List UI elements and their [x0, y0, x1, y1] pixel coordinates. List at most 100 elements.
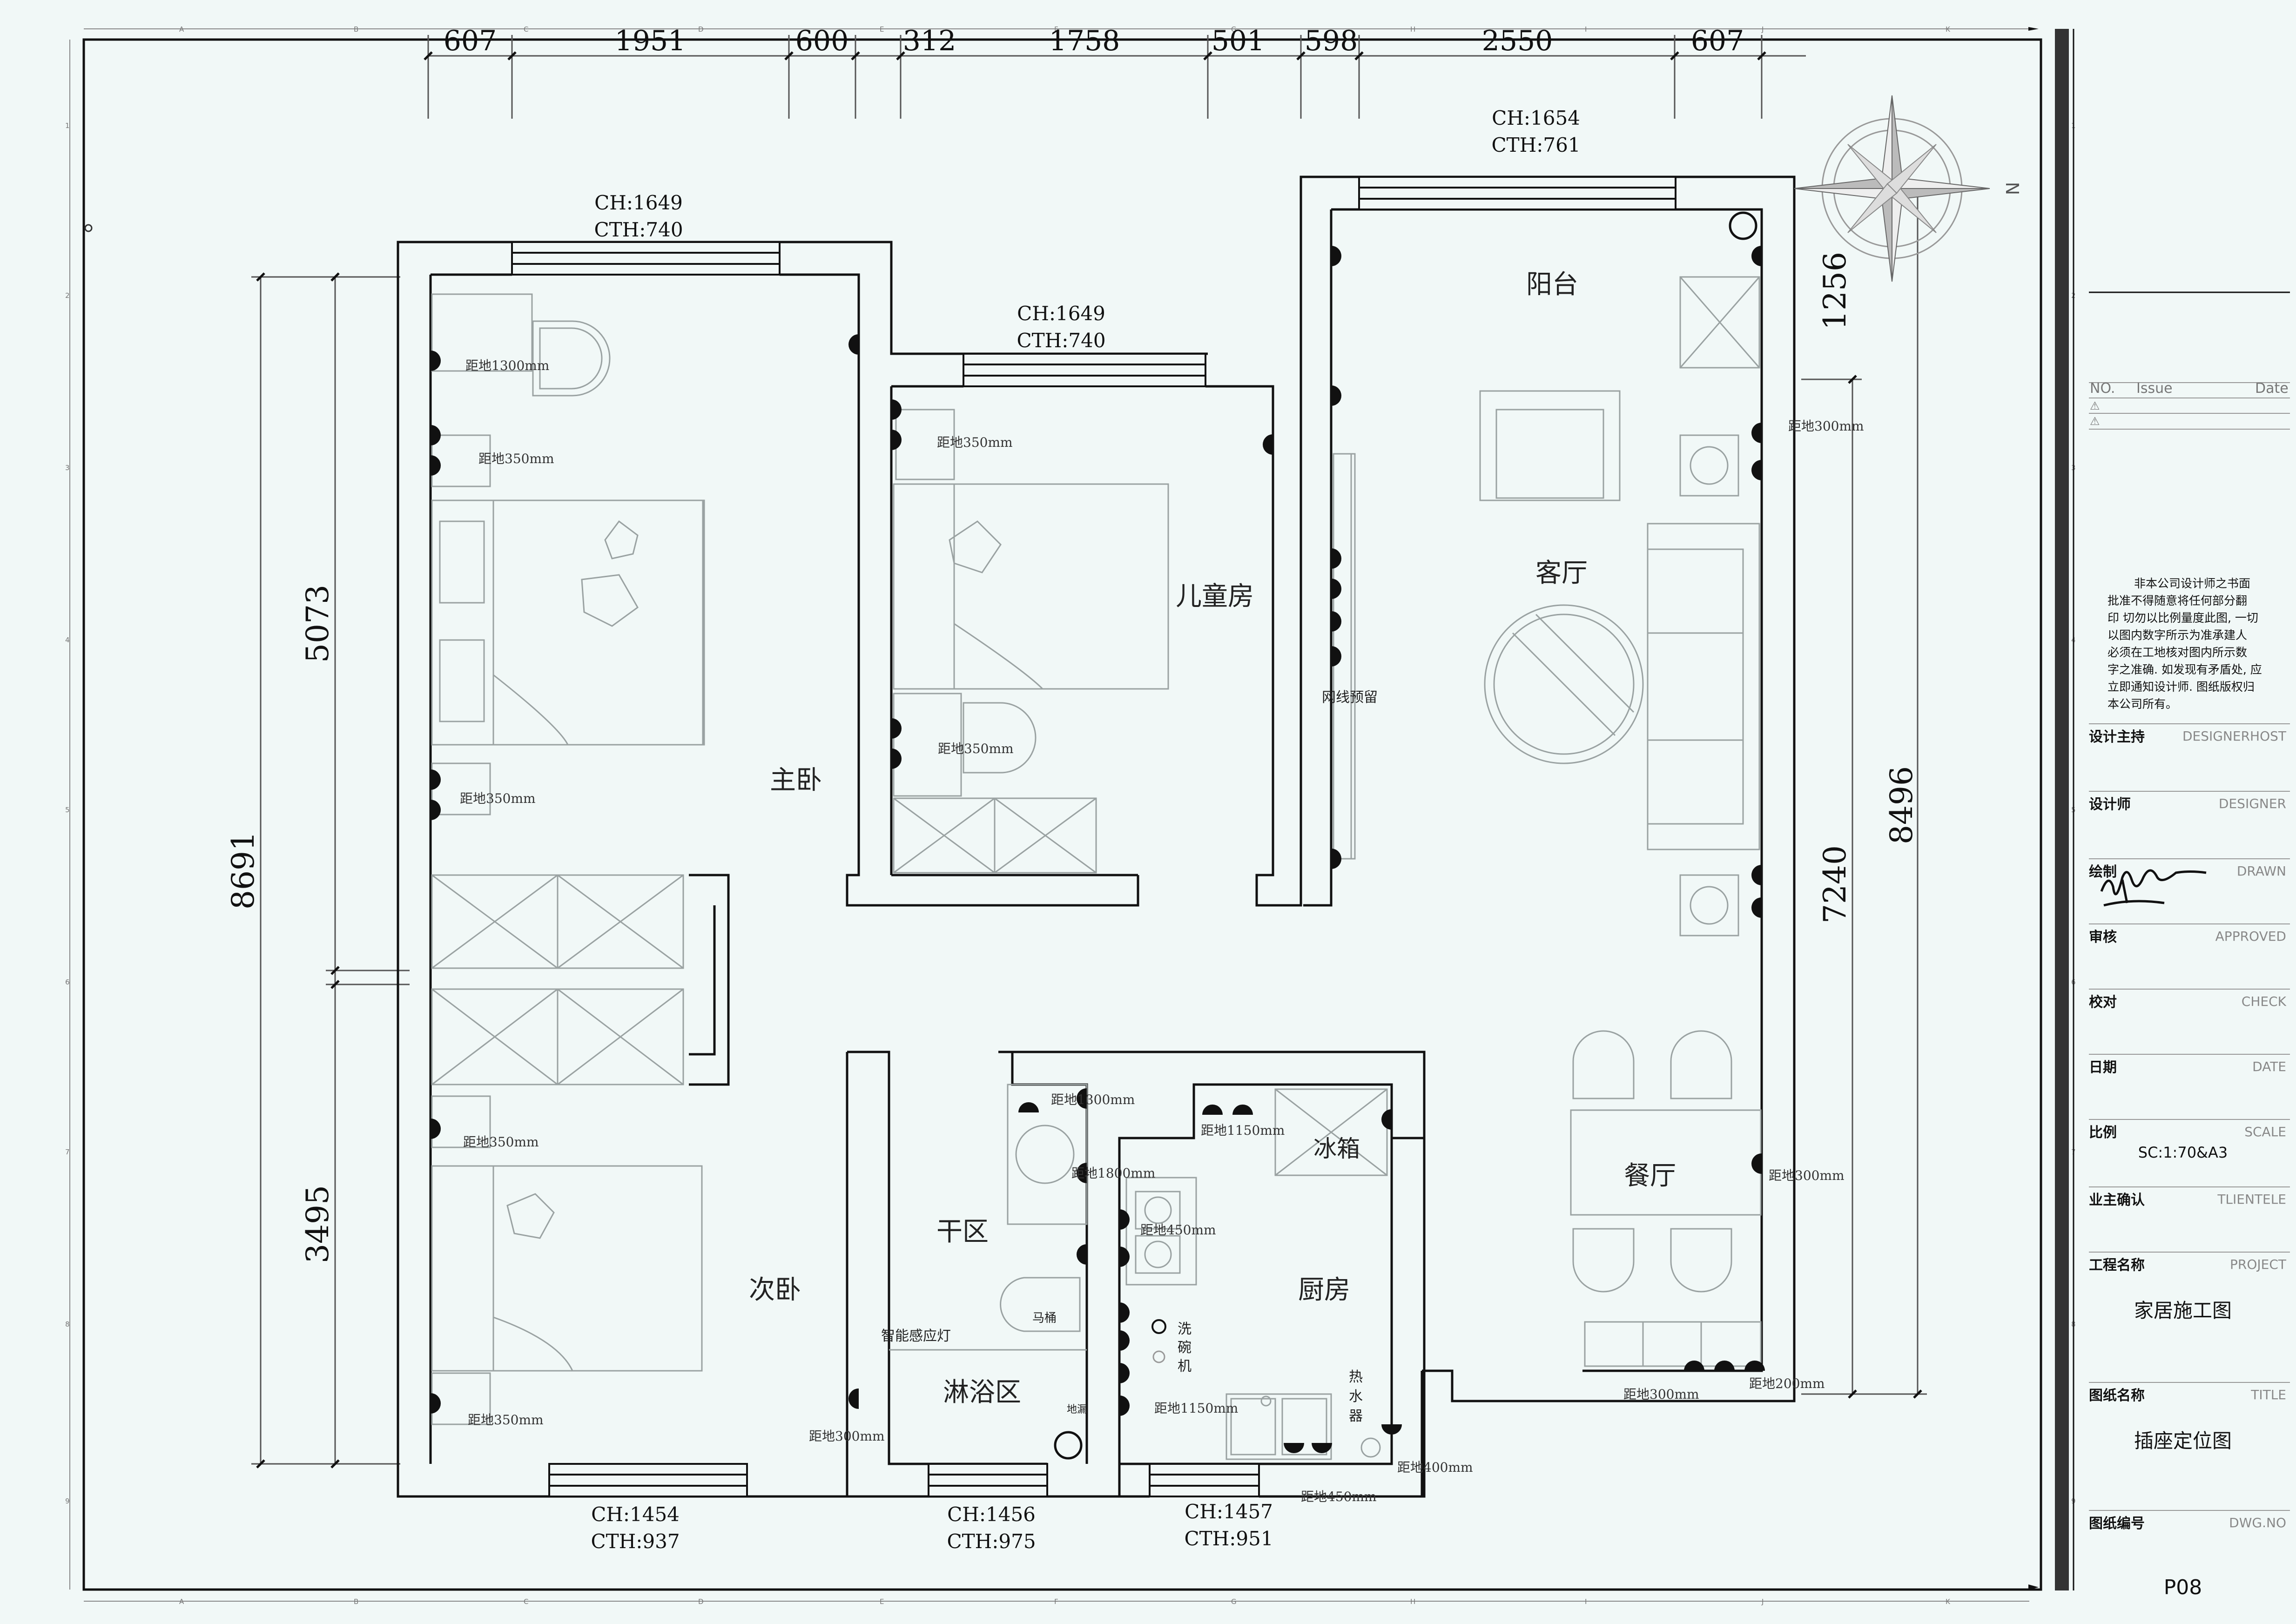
h-living-right: 距地300mm: [1788, 418, 1864, 434]
title-row-cn: 比例: [2089, 1125, 2117, 1141]
outlet-icon: [1744, 1361, 1765, 1371]
outlet-icon: [431, 1119, 441, 1139]
dim-left-total: 8691: [225, 831, 261, 910]
outlet-icon: [1381, 1109, 1392, 1130]
rev-no: NO.: [2090, 380, 2115, 397]
dimension-right-labels: 8496 7240 1256: [1817, 252, 1919, 923]
grid-row-left: 6: [65, 978, 70, 986]
window-bath: [928, 1463, 1048, 1497]
label-heater-2: 水: [1349, 1388, 1363, 1405]
grid-col-top: I: [1585, 25, 1587, 34]
dim-left-lower: 3495: [300, 1185, 336, 1263]
h-kitchen-bottom: 距地400mm: [1397, 1460, 1473, 1475]
outlet-icon: [1284, 1443, 1304, 1453]
dimension-top-labels: 607 1951 600 312 1758 501 598 2550 607: [444, 25, 1744, 57]
label-drain: 地漏: [1067, 1404, 1087, 1415]
grid-row-left: 4: [65, 636, 70, 644]
outlet-icon: [1331, 385, 1341, 406]
label-heater-3: 器: [1349, 1408, 1363, 1424]
sheet-number: P08: [2164, 1576, 2202, 1599]
stove: [1125, 1177, 1197, 1286]
room-master: 主卧: [770, 765, 822, 795]
h-kitchen-stove: 距地450mm: [1140, 1222, 1216, 1238]
outlet-icon: [1331, 548, 1341, 569]
title-row-cn: 绘制: [2089, 864, 2117, 880]
compass-label: N: [2002, 182, 2022, 195]
balcony-drain: [1729, 211, 1757, 240]
dim-top-8: 2550: [1482, 25, 1553, 57]
dim-top-5: 1758: [1049, 25, 1120, 57]
grid-col-bottom: F: [1054, 1597, 1058, 1606]
outlet-icon: [1312, 1443, 1332, 1453]
grid-col-bottom: E: [880, 1597, 884, 1606]
title-row-en: CHECK: [2242, 994, 2287, 1009]
h-kitchen-fridge: 距地1150mm: [1201, 1123, 1285, 1138]
title-row-en: DWG.NO: [2229, 1515, 2286, 1530]
grid-col-bottom: C: [524, 1597, 528, 1606]
frame-arrow-right: [2028, 27, 2039, 31]
win-kids-ch: CH:1649: [1017, 302, 1105, 325]
outlet-icon: [1751, 423, 1762, 443]
grid-col-top: J: [1761, 25, 1764, 34]
title-row-cn: 日期: [2089, 1059, 2117, 1076]
notice-line: 印 切勿以比例量度此图, 一切: [2107, 611, 2258, 625]
win-second-cth: CTH:937: [591, 1530, 680, 1553]
title-row-en: DESIGNER: [2219, 796, 2286, 811]
title-row-en: APPROVED: [2215, 929, 2286, 944]
grid-row-left: 5: [65, 806, 70, 814]
dimension-left: [251, 272, 410, 1469]
outlet-icon: [431, 455, 441, 476]
label-dishwasher-3: 机: [1178, 1358, 1192, 1375]
outlet-icon: [1331, 611, 1341, 632]
outlet-icon: [1119, 1209, 1130, 1230]
outlet-icon: [1331, 849, 1341, 869]
room-labels: 主卧 儿童房 客厅 阳台 次卧 干区 淋浴区 厨房 餐厅: [749, 270, 1676, 1408]
dim-top-1: 607: [444, 25, 497, 57]
outlet-icon: [1018, 1102, 1039, 1112]
dishwasher-dot-2: [1152, 1350, 1165, 1363]
title-row-cn: 图纸编号: [2089, 1516, 2145, 1532]
h-mb-bed-top: 距地350mm: [478, 451, 554, 466]
dimension-top: [424, 35, 1806, 119]
outlet-icon: [1751, 246, 1762, 266]
dim-top-9: 607: [1691, 25, 1744, 57]
grid-col-top: H: [1410, 25, 1415, 34]
notice-line: 立即通知设计师. 图纸版权归: [2107, 680, 2255, 694]
title-row-value: 家居施工图: [2134, 1299, 2232, 1322]
outlet-icon: [1331, 646, 1341, 667]
h-corridor: 距地300mm: [809, 1429, 885, 1444]
grid-col-bottom: A: [179, 1597, 184, 1606]
title-row-cn: 工程名称: [2089, 1257, 2145, 1274]
outlet-icon: [1077, 1244, 1087, 1265]
title-row-en: DRAWN: [2237, 863, 2286, 879]
outlet-icon: [1119, 1395, 1130, 1416]
title-block: NO. Issue Date ⚠ ⚠ 非本公司设计师之书面批准不得随意将任何部分…: [2089, 291, 2290, 1599]
title-block-bar: [2055, 29, 2069, 1590]
outlet-icon: [891, 748, 902, 769]
outlet-icon: [1751, 1153, 1762, 1174]
outlet-icon: [1381, 1424, 1402, 1435]
fridge: [1274, 1088, 1388, 1176]
grid-col-bottom: H: [1410, 1597, 1415, 1606]
grid-row-left: 7: [65, 1148, 70, 1156]
drain-bottle: [1360, 1437, 1381, 1458]
grid-col-bottom: I: [1585, 1597, 1587, 1606]
title-row-cn: 审核: [2089, 929, 2117, 945]
dimension-left-labels: 8691 5073 3495: [225, 585, 336, 1263]
armchair: [1479, 390, 1621, 501]
title-row-en: TLIENTELE: [2217, 1192, 2286, 1207]
notice-line: 本公司所有。: [2107, 697, 2177, 711]
grid-row-left: 8: [65, 1320, 70, 1328]
title-row-value: SC:1:70&A3: [2138, 1144, 2228, 1161]
outlet-icon: [1684, 1361, 1704, 1371]
outlet-icon: [1331, 579, 1341, 599]
outlet-icon: [431, 350, 441, 371]
window-master: [511, 241, 781, 276]
room-dining: 餐厅: [1624, 1161, 1676, 1191]
win-bath-cth: CTH:975: [947, 1530, 1036, 1553]
window-kitchen: [1149, 1463, 1260, 1497]
compass-icon: N: [1794, 95, 2022, 282]
label-dishwasher-1: 洗: [1178, 1321, 1192, 1337]
toilet-fixture: [1000, 1277, 1081, 1332]
h-bath-mid: 距地1800mm: [1071, 1166, 1155, 1181]
